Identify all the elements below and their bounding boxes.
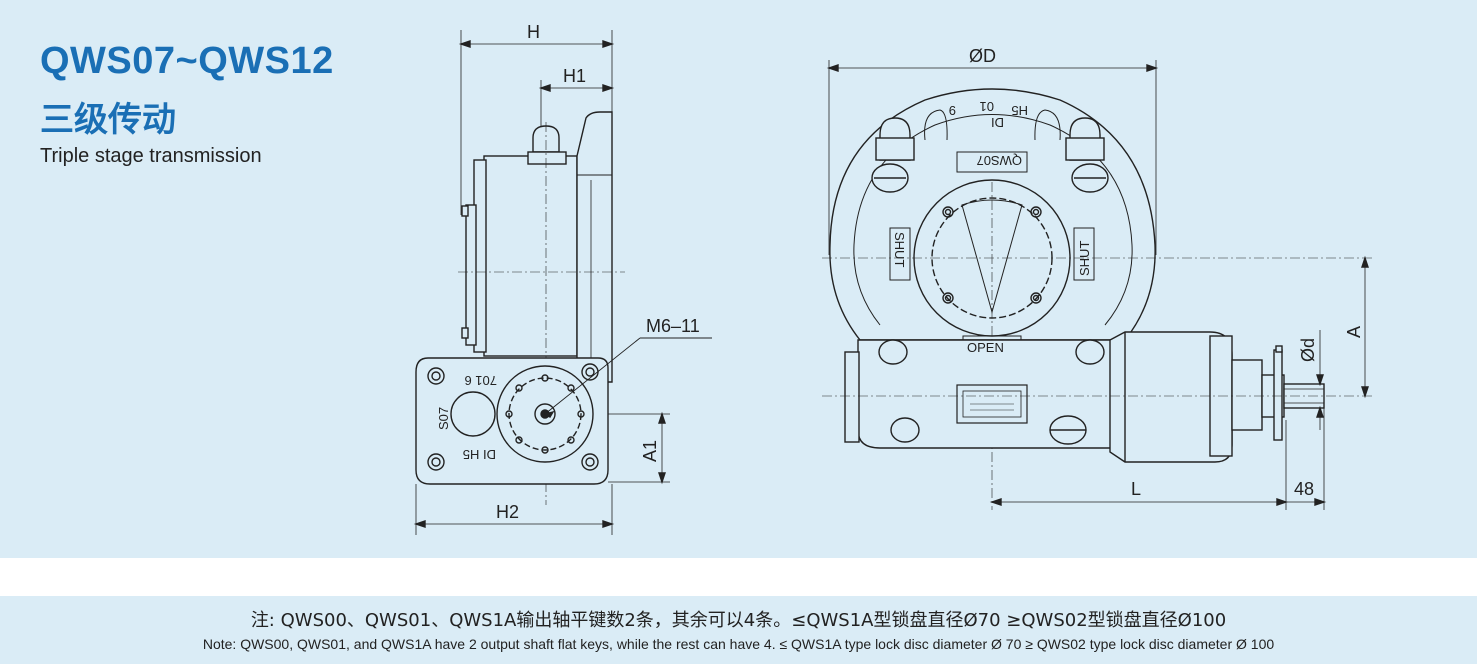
footer-panel [0, 596, 1477, 664]
footer-note-english: Note: QWS00, QWS01, and QWS1A have 2 out… [202, 636, 1275, 652]
dim-a1: A1 [640, 440, 660, 462]
dim-h1: H1 [563, 66, 586, 86]
drawing-panel [0, 0, 1477, 558]
shut-right-label: SHUT [1077, 241, 1092, 276]
technical-drawing: H H1 M6–11 H2 A1 ØD A Ød L 48 701 6 S07 … [413, 22, 1372, 535]
front-arc-text-1: 9 [949, 103, 956, 118]
dim-m6: M6–11 [646, 316, 700, 336]
subtitle-chinese: 三级传动 [40, 100, 176, 140]
subtitle-english: Triple stage transmission [40, 145, 262, 167]
dim-l: L [1131, 479, 1141, 499]
front-view [822, 60, 1372, 510]
model-plate-text: QWS07 [976, 153, 1022, 168]
front-arc-text-3: H5 [1011, 103, 1028, 118]
dim-od: ØD [969, 46, 996, 66]
shut-left-label: SHUT [892, 232, 907, 267]
side-view [413, 30, 712, 535]
dim-h: H [527, 22, 540, 42]
side-plate-text-1: 701 6 [464, 373, 497, 388]
footer-note-chinese: 注: QWS00、QWS01、QWS1A输出轴平键数2条，其余可以4条。≤QWS… [250, 610, 1227, 631]
dim-od-small: Ød [1298, 338, 1318, 362]
front-arc-text-4: DI [991, 115, 1004, 130]
dim-h2: H2 [496, 502, 519, 522]
side-plate-text-3: DI H5 [463, 447, 496, 462]
open-label: OPEN [967, 340, 1004, 355]
page-title: QWS07~QWS12 [40, 40, 334, 82]
front-arc-text-2: 01 [980, 99, 994, 114]
dim-a: A [1344, 326, 1364, 338]
dim-48: 48 [1294, 479, 1314, 499]
side-plate-text-2: S07 [436, 407, 451, 430]
